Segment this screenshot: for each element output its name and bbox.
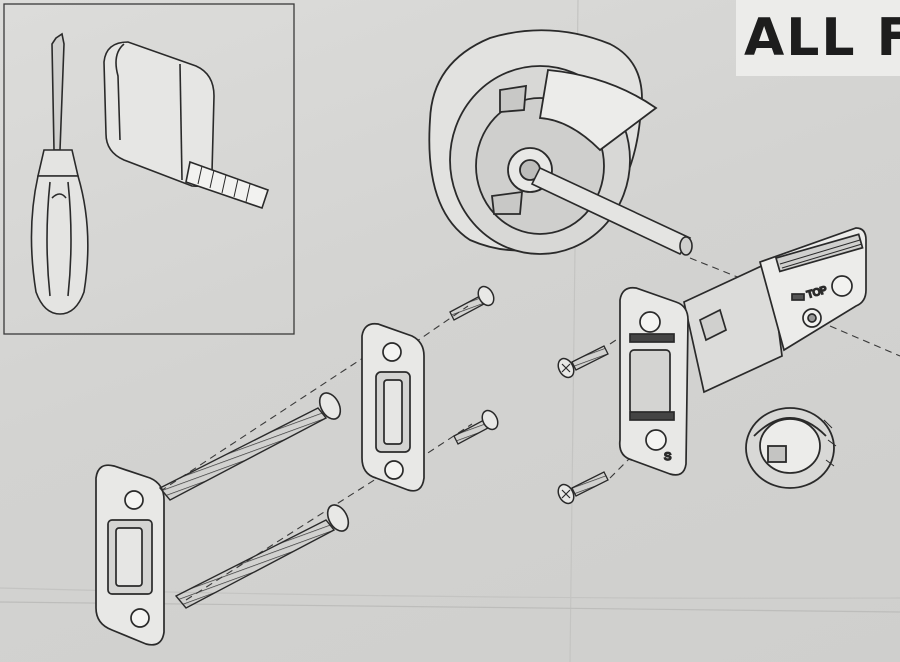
latch-faceplate: S xyxy=(618,286,689,476)
short-screw-strike-bottom xyxy=(453,409,499,445)
short-screw-strike-top xyxy=(449,285,495,321)
long-screw-upper xyxy=(158,392,342,501)
reinforcer-plate xyxy=(95,464,165,646)
strike-marking: S xyxy=(664,451,671,463)
screwdriver-icon xyxy=(30,32,89,315)
latch-bolt: TOP xyxy=(683,227,867,394)
tools-inset-frame xyxy=(3,3,295,335)
title-banner: ALL F xyxy=(736,0,900,76)
long-screw-lower xyxy=(174,504,350,609)
drive-in-collar xyxy=(745,407,837,489)
short-screw-latch-bottom xyxy=(557,471,609,505)
strike-plate xyxy=(361,322,425,492)
tailpiece xyxy=(530,166,693,256)
short-screw-latch-top xyxy=(557,345,609,379)
tape-measure-icon xyxy=(103,41,270,210)
page-title: ALL F xyxy=(744,8,900,68)
